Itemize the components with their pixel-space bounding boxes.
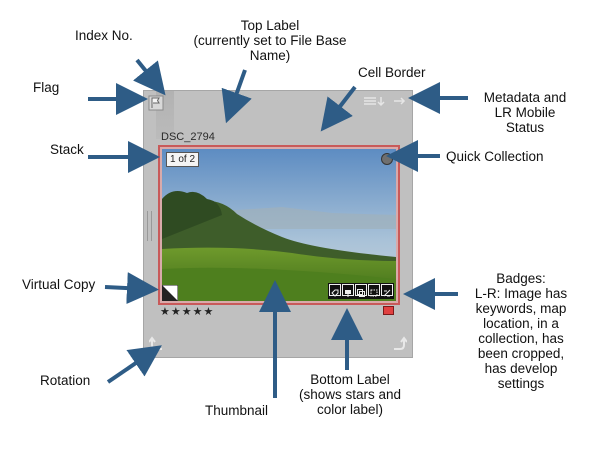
stack-badge[interactable]: 1 of 2 [166, 152, 200, 167]
collection-badge-icon[interactable] [355, 284, 367, 297]
mobile-sync-icon [377, 97, 385, 107]
quick-collection-icon[interactable] [381, 153, 393, 165]
label-cell-border: Cell Border [358, 65, 426, 80]
label-metadata-line1: Metadata and [483, 90, 567, 105]
label-badges-line2: L-R: Image has [474, 286, 568, 301]
label-quick-collection: Quick Collection [446, 149, 544, 164]
develop-badge-icon[interactable] [381, 284, 393, 297]
keyword-badge-icon[interactable] [329, 284, 341, 297]
arrow-virtual-copy [104, 272, 159, 305]
star-rating[interactable]: ★★★★★ [160, 306, 215, 318]
metadata-status-icons [364, 97, 406, 107]
metadata-icon [364, 97, 376, 105]
label-bottom-label-line1: Bottom Label [310, 372, 390, 387]
label-top-label: Top Label (currently set to File Base Na… [184, 18, 356, 63]
label-badges: Badges: L-R: Image has keywords, map loc… [462, 271, 580, 391]
label-rotation: Rotation [40, 373, 91, 388]
label-badges-line6: been cropped, [477, 346, 565, 361]
rotate-right-icon[interactable] [391, 336, 407, 352]
label-badges-line4: location, in a [483, 316, 559, 331]
label-bottom-label: Bottom Label (shows stars and color labe… [290, 372, 410, 417]
color-label[interactable] [383, 306, 394, 315]
label-top-label-line2: (currently set to File Base [193, 33, 347, 48]
label-metadata-line2: LR Mobile [494, 105, 556, 120]
top-label-filename: DSC_2794 [161, 131, 215, 143]
cell-handle [147, 211, 152, 241]
badges-group [328, 283, 394, 299]
label-badges-line8: settings [497, 376, 545, 391]
rotate-left-icon[interactable] [149, 336, 165, 352]
label-virtual-copy: Virtual Copy [22, 277, 96, 292]
label-index-no: Index No. [75, 28, 133, 43]
label-badges-line1: Badges: [496, 271, 546, 286]
label-bottom-label-line3: color label) [316, 402, 384, 417]
thumbnail-image[interactable]: 1 of 2 [162, 149, 396, 301]
label-badges-line5: collection, has [478, 331, 564, 346]
grid-cell[interactable]: DSC_2794 [143, 90, 413, 358]
label-stack: Stack [50, 142, 84, 157]
map-badge-icon[interactable] [342, 284, 354, 297]
virtual-copy-icon [162, 285, 178, 301]
label-bottom-label-line2: (shows stars and [298, 387, 402, 402]
label-flag: Flag [33, 80, 60, 95]
label-metadata: Metadata and LR Mobile Status [470, 90, 580, 135]
label-top-label-line1: Top Label [240, 18, 300, 33]
label-badges-line7: has develop [484, 361, 558, 376]
label-thumbnail: Thumbnail [205, 403, 269, 418]
crop-badge-icon[interactable] [368, 284, 380, 297]
label-metadata-line3: Status [505, 120, 545, 135]
label-badges-line3: keywords, map [475, 301, 567, 316]
arrow-index [132, 58, 166, 96]
label-top-label-line3: Name) [249, 48, 291, 63]
flag-icon[interactable] [148, 95, 164, 111]
thumbnail-frame: 1 of 2 [158, 145, 400, 305]
